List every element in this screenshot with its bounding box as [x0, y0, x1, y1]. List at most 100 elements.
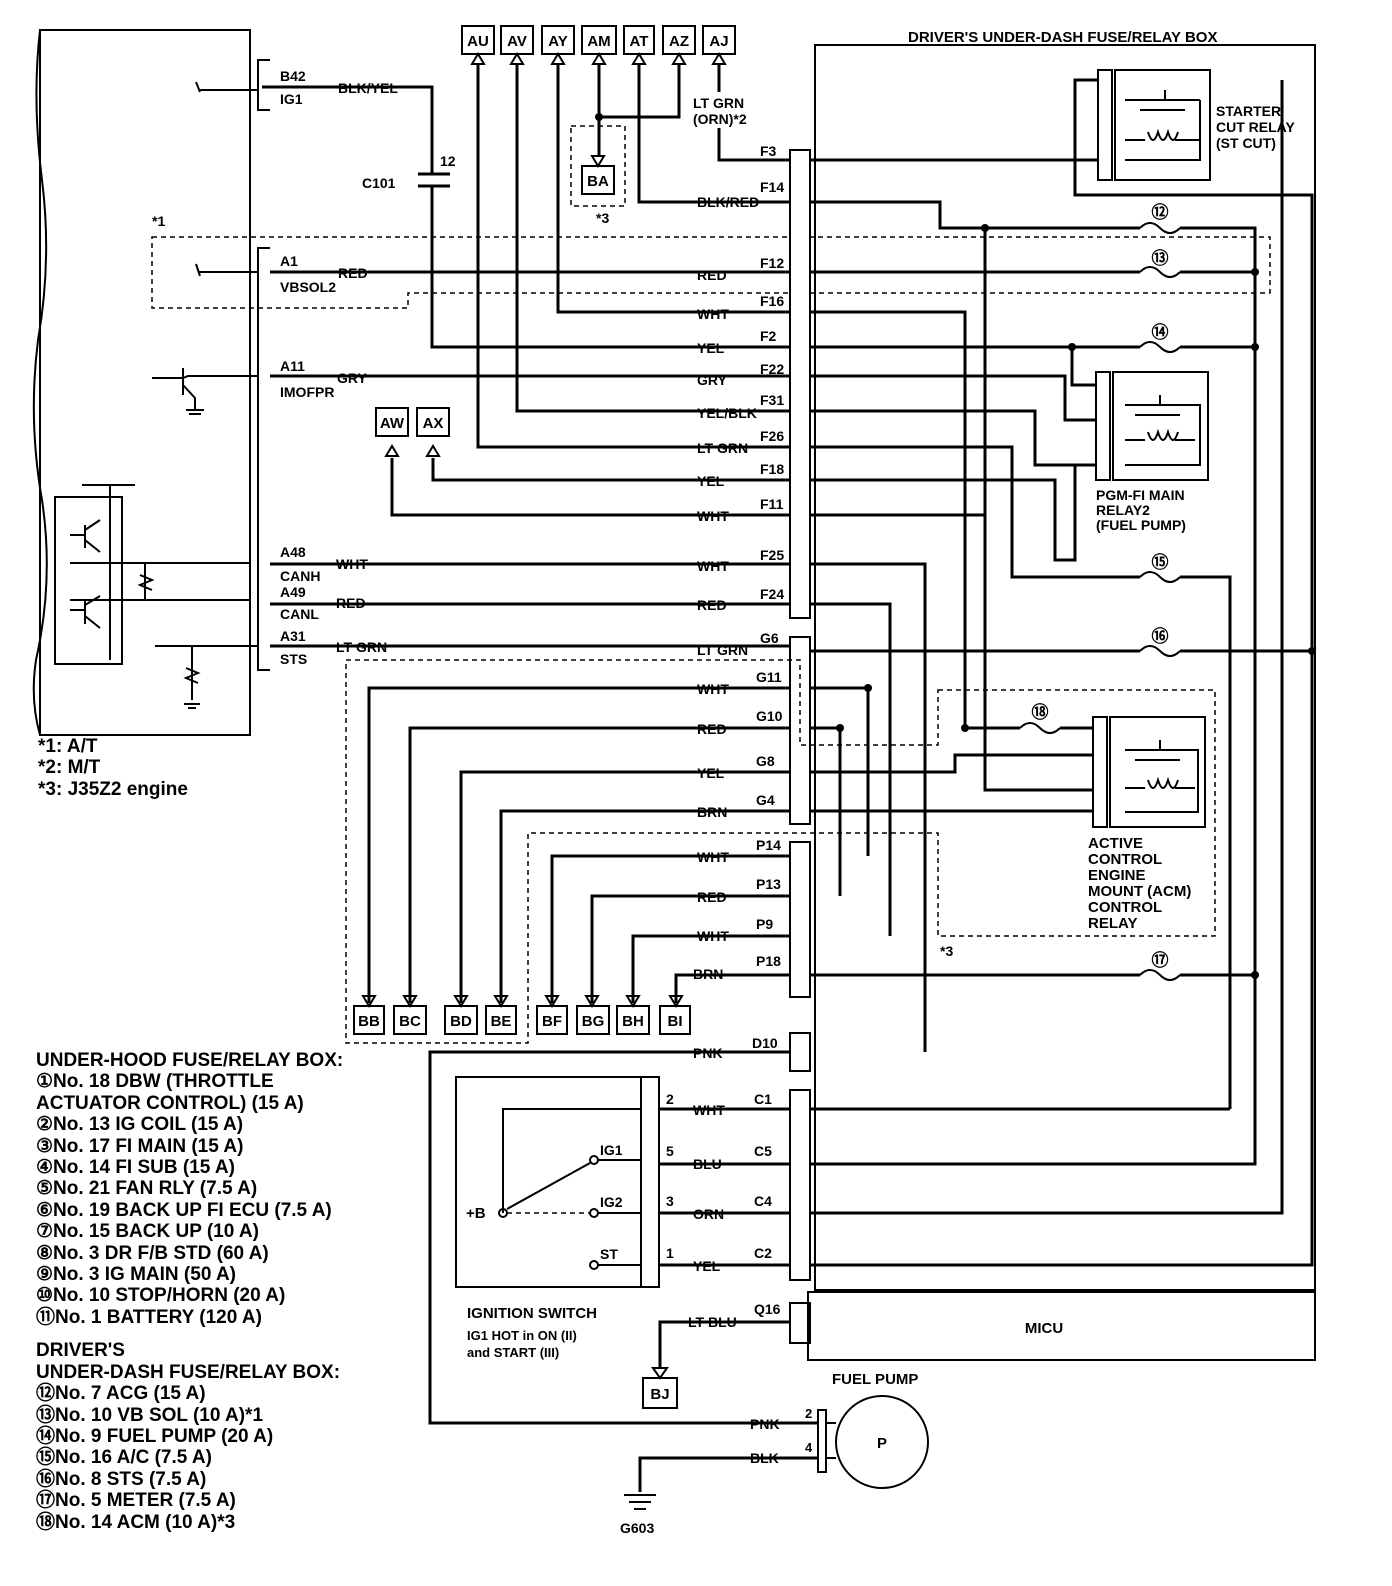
- svg-text:F22: F22: [760, 361, 784, 377]
- note-ref-3a: *3: [596, 210, 609, 226]
- note3-region: [345, 659, 1216, 1044]
- legend-item: ⑬No. 10 VB SOL (10 A)*1: [36, 1404, 264, 1426]
- top-connectors: AU AV AY AM AT AZ AJ: [461, 25, 736, 55]
- svg-text:F11: F11: [760, 496, 784, 512]
- svg-text:A11: A11: [280, 358, 305, 374]
- svg-text:GRY: GRY: [697, 372, 727, 388]
- fuse-box-title: DRIVER'S UNDER-DASH FUSE/RELAY BOX: [908, 29, 1217, 46]
- svg-text:BE: BE: [491, 1013, 512, 1030]
- svg-text:Q16: Q16: [754, 1301, 781, 1317]
- svg-text:STS: STS: [280, 651, 307, 667]
- legend-item: ②No. 13 IG COIL (15 A): [36, 1114, 244, 1136]
- svg-text:A31: A31: [280, 628, 306, 644]
- svg-text:WHT: WHT: [336, 556, 368, 572]
- svg-text:BB: BB: [358, 1013, 380, 1030]
- legend-item: ④No. 14 FI SUB (15 A): [36, 1157, 235, 1179]
- svg-text:G4: G4: [756, 792, 775, 808]
- svg-text:5: 5: [666, 1143, 674, 1159]
- fuse-16-label: ⑯: [1152, 626, 1169, 646]
- svg-text:WHT: WHT: [693, 1102, 725, 1118]
- svg-text:F12: F12: [760, 255, 784, 271]
- svg-text:A49: A49: [280, 584, 306, 600]
- connector-aw: [375, 407, 409, 437]
- svg-text:RELAY2: RELAY2: [1096, 502, 1150, 518]
- svg-text:IG1: IG1: [280, 91, 303, 107]
- connector-az: [662, 25, 696, 55]
- svg-text:BC: BC: [399, 1013, 421, 1030]
- svg-text:G11: G11: [756, 669, 782, 685]
- wire-labels: LT GRN (ORN)*2 F3 F14 BLK/RED F12 RED F1…: [688, 95, 784, 1466]
- pgm-fi-main-relay2: PGM-FI MAIN RELAY2 (FUEL PUMP): [1095, 371, 1209, 533]
- svg-text:WHT: WHT: [697, 508, 729, 524]
- svg-text:YEL: YEL: [697, 340, 725, 356]
- fuel-pump: P FUEL PUMP 2 4: [805, 1371, 929, 1489]
- connector-av: [500, 25, 534, 55]
- fuse-relay-box: [814, 44, 1316, 1291]
- svg-text:BJ: BJ: [650, 1386, 669, 1403]
- svg-text:1: 1: [666, 1245, 674, 1261]
- legend-item: ③No. 17 FI MAIN (15 A): [36, 1135, 244, 1157]
- note-ref-3b: *3: [940, 943, 953, 959]
- svg-text:AX: AX: [423, 415, 444, 432]
- note-ref-1: *1: [152, 213, 165, 229]
- connector-au: [461, 25, 495, 55]
- note1-region: [151, 236, 1271, 309]
- svg-text:PNK: PNK: [693, 1045, 723, 1061]
- starter-cut-relay: STARTER CUT RELAY (ST CUT): [1097, 69, 1295, 181]
- ecm-connector-b42: [257, 59, 270, 111]
- svg-text:P18: P18: [756, 953, 781, 969]
- svg-text:(FUEL PUMP): (FUEL PUMP): [1096, 517, 1186, 533]
- connector-bj: [642, 1377, 678, 1409]
- legend-item: ⑧No. 3 DR F/B STD (60 A): [36, 1242, 269, 1264]
- svg-text:and START (III): and START (III): [467, 1345, 559, 1360]
- connector-am-label: AM: [587, 33, 610, 50]
- svg-text:AW: AW: [380, 415, 405, 432]
- svg-text:RED: RED: [697, 267, 727, 283]
- connector-ax: [416, 407, 450, 437]
- svg-text:CANL: CANL: [280, 606, 319, 622]
- acm-control-relay: ACTIVE CONTROL ENGINE MOUNT (ACM) CONTRO…: [1088, 716, 1206, 932]
- svg-text:F2: F2: [760, 328, 777, 344]
- svg-text:F16: F16: [760, 293, 784, 309]
- svg-text:A48: A48: [280, 544, 306, 560]
- ecm-pin-labels: B42 IG1 BLK/YEL C101 12 A1 RED VBSOL2 A1…: [280, 68, 456, 667]
- bottom-connectors: BB BC BD BE BF BG BH BI: [353, 995, 691, 1035]
- connector-d: [789, 1032, 811, 1072]
- svg-text:G8: G8: [756, 753, 775, 769]
- svg-text:WHT: WHT: [697, 306, 729, 322]
- svg-text:BRN: BRN: [697, 804, 727, 820]
- svg-text:C4: C4: [754, 1193, 772, 1209]
- svg-text:BLU: BLU: [693, 1156, 722, 1172]
- legend-item: ⑱No. 14 ACM (10 A)*3: [36, 1511, 236, 1533]
- svg-text:3: 3: [666, 1193, 674, 1209]
- svg-text:LT GRN: LT GRN: [336, 639, 387, 655]
- ignition-switch: +B IG1 IG2 ST 2 5 3 1 IGNITION SWITCH IG…: [455, 1076, 674, 1360]
- svg-text:(ST CUT): (ST CUT): [1216, 135, 1276, 151]
- svg-text:YEL: YEL: [697, 473, 725, 489]
- legend-item: ⑥No. 19 BACK UP FI ECU (7.5 A): [36, 1199, 332, 1221]
- ground-g603-label: G603: [620, 1520, 654, 1536]
- svg-text:LT GRN: LT GRN: [697, 642, 748, 658]
- svg-text:BLK/YEL: BLK/YEL: [338, 80, 398, 96]
- svg-text:C2: C2: [754, 1245, 772, 1261]
- svg-text:F3: F3: [760, 143, 777, 159]
- svg-text:ORN: ORN: [693, 1206, 724, 1222]
- svg-text:C1: C1: [754, 1091, 772, 1107]
- svg-text:BH: BH: [622, 1013, 644, 1030]
- connector-at: [623, 25, 655, 55]
- ecm-outline: [39, 29, 251, 736]
- legend-item: ⑯No. 8 STS (7.5 A): [36, 1468, 207, 1490]
- svg-text:P9: P9: [756, 916, 773, 932]
- connector-ba: [581, 165, 615, 195]
- svg-text:ACTIVE: ACTIVE: [1088, 835, 1143, 852]
- legend-item: ⑨No. 3 IG MAIN (50 A): [36, 1264, 237, 1286]
- svg-text:+B: +B: [466, 1205, 486, 1222]
- svg-text:RED: RED: [338, 265, 368, 281]
- svg-text:IMOFPR: IMOFPR: [280, 384, 334, 400]
- svg-text:B42: B42: [280, 68, 306, 84]
- connector-au-label: AU: [467, 33, 489, 50]
- underdash-title-1: DRIVER'S: [36, 1340, 125, 1362]
- svg-text:RED: RED: [697, 889, 727, 905]
- svg-text:CANH: CANH: [280, 568, 320, 584]
